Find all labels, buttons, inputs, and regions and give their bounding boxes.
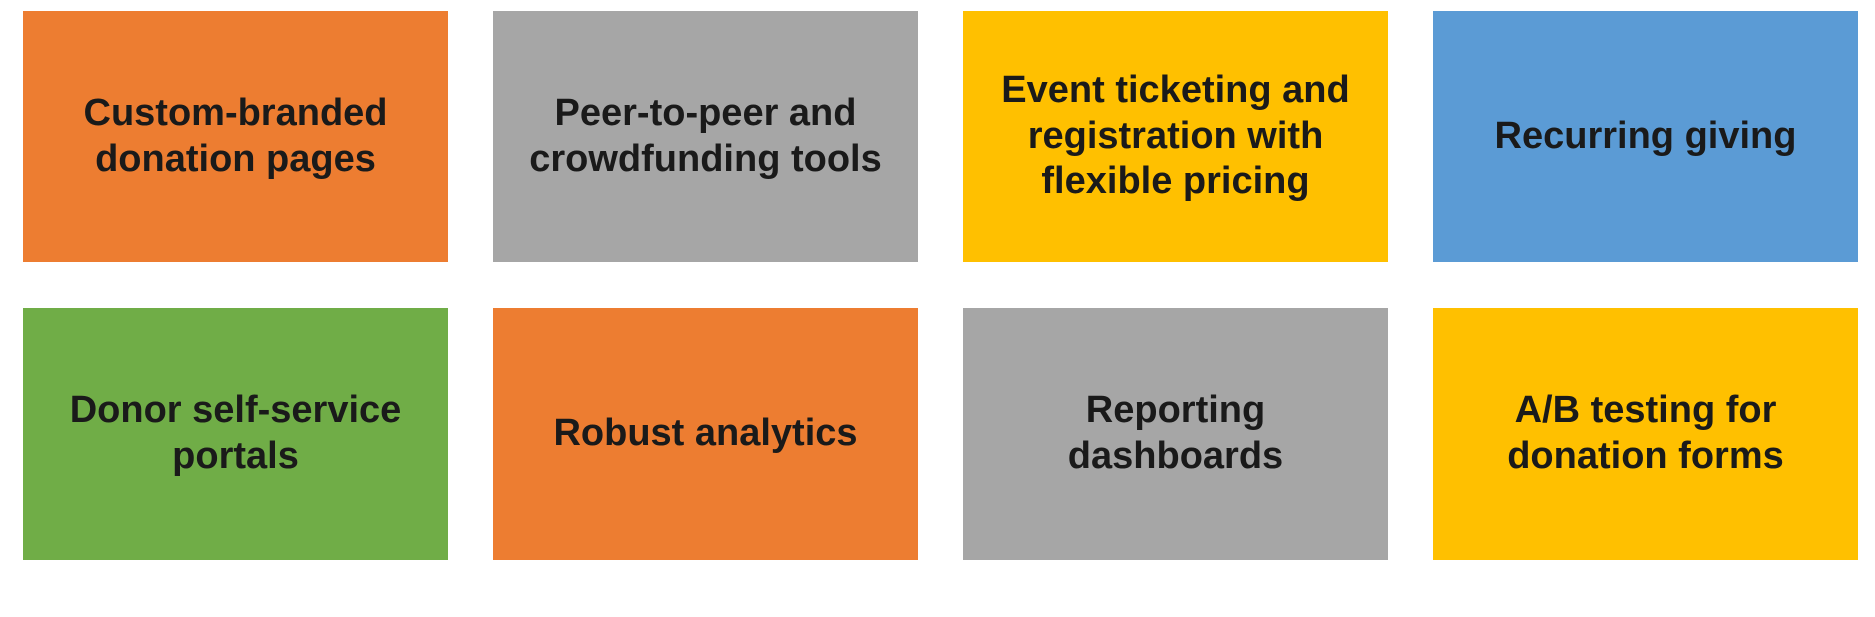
feature-card-robust-analytics: Robust analytics: [493, 308, 918, 560]
feature-card-label: Peer-to-peer and crowdfunding tools: [529, 91, 882, 180]
feature-card-label: A/B testing for donation forms: [1507, 389, 1784, 477]
feature-card-label: Custom-branded donation pages: [83, 91, 388, 180]
feature-card-label: Donor self-service portals: [69, 389, 402, 477]
feature-card-peer-to-peer-and-crowdfunding-tools: Peer-to-peer and crowdfunding tools: [493, 11, 918, 262]
feature-card-donor-self-service-portals: Donor self-service portals: [23, 308, 448, 560]
feature-card-label: Event ticketing and registration with fl…: [1001, 69, 1350, 203]
feature-card-ab-testing-for-donation-forms: A/B testing for donation forms: [1433, 308, 1858, 560]
feature-card-reporting-dashboards: Reporting dashboards: [963, 308, 1388, 560]
feature-card-event-ticketing-and-registration-with-flexible-pricing: Event ticketing and registration with fl…: [963, 11, 1388, 262]
feature-card-custom-branded-donation-pages: Custom-branded donation pages: [23, 11, 448, 262]
feature-card-label: Robust analytics: [553, 412, 858, 455]
feature-card-label: Reporting dashboards: [1067, 389, 1284, 477]
feature-card-recurring-giving: Recurring giving: [1433, 11, 1858, 262]
feature-grid: Custom-branded donation pages Peer-to-pe…: [23, 11, 1858, 560]
feature-card-label: Recurring giving: [1494, 114, 1797, 157]
